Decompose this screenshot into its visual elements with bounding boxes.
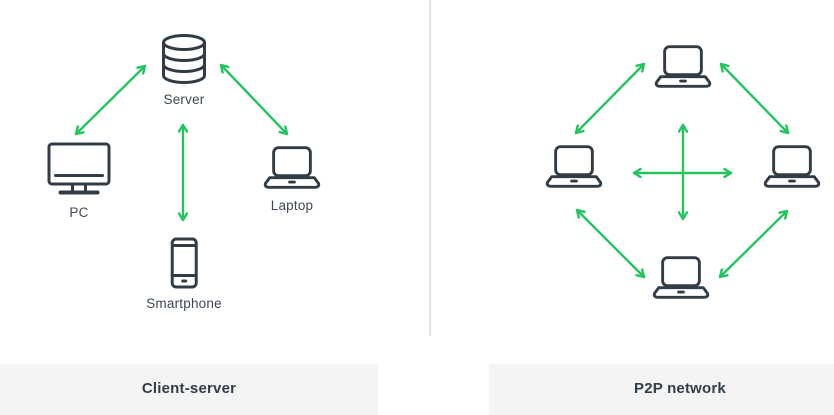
node-label-pc: PC — [69, 205, 89, 220]
arrow-peer-top-left — [576, 64, 644, 133]
node-label-smartphone: Smartphone — [146, 296, 222, 311]
laptop-node: Laptop — [263, 145, 321, 213]
arrow-peer-right-bottom — [720, 211, 787, 277]
client-server-caption-bar: Client-server — [0, 364, 378, 415]
laptop-icon — [545, 145, 603, 188]
node-label-laptop: Laptop — [270, 198, 314, 213]
laptop-icon — [263, 146, 321, 189]
smartphone-icon — [170, 237, 198, 289]
peer-bottom-node — [652, 255, 710, 301]
peer-right-node — [763, 144, 821, 190]
desktop-computer-icon — [47, 142, 111, 195]
peer-left-node — [545, 144, 603, 190]
arrow-peer-left-bottom — [577, 210, 644, 277]
peer-top-node — [654, 44, 712, 90]
laptop-icon — [763, 145, 821, 188]
smartphone-node: Smartphone — [146, 237, 222, 311]
arrow-peer-top-right — [721, 64, 788, 133]
node-label-server: Server — [163, 92, 205, 107]
laptop-icon — [654, 45, 712, 88]
database-icon — [162, 34, 206, 84]
server-node: Server — [160, 33, 208, 107]
arrow-server-pc — [76, 66, 145, 134]
client-server-caption: Client-server — [141, 379, 237, 397]
panel-divider — [429, 0, 431, 336]
laptop-icon — [652, 256, 710, 299]
pc-node: PC — [47, 142, 111, 220]
p2p-caption-bar: P2P network — [489, 364, 834, 415]
arrow-server-laptop — [221, 65, 287, 134]
p2p-caption: P2P network — [634, 379, 726, 397]
